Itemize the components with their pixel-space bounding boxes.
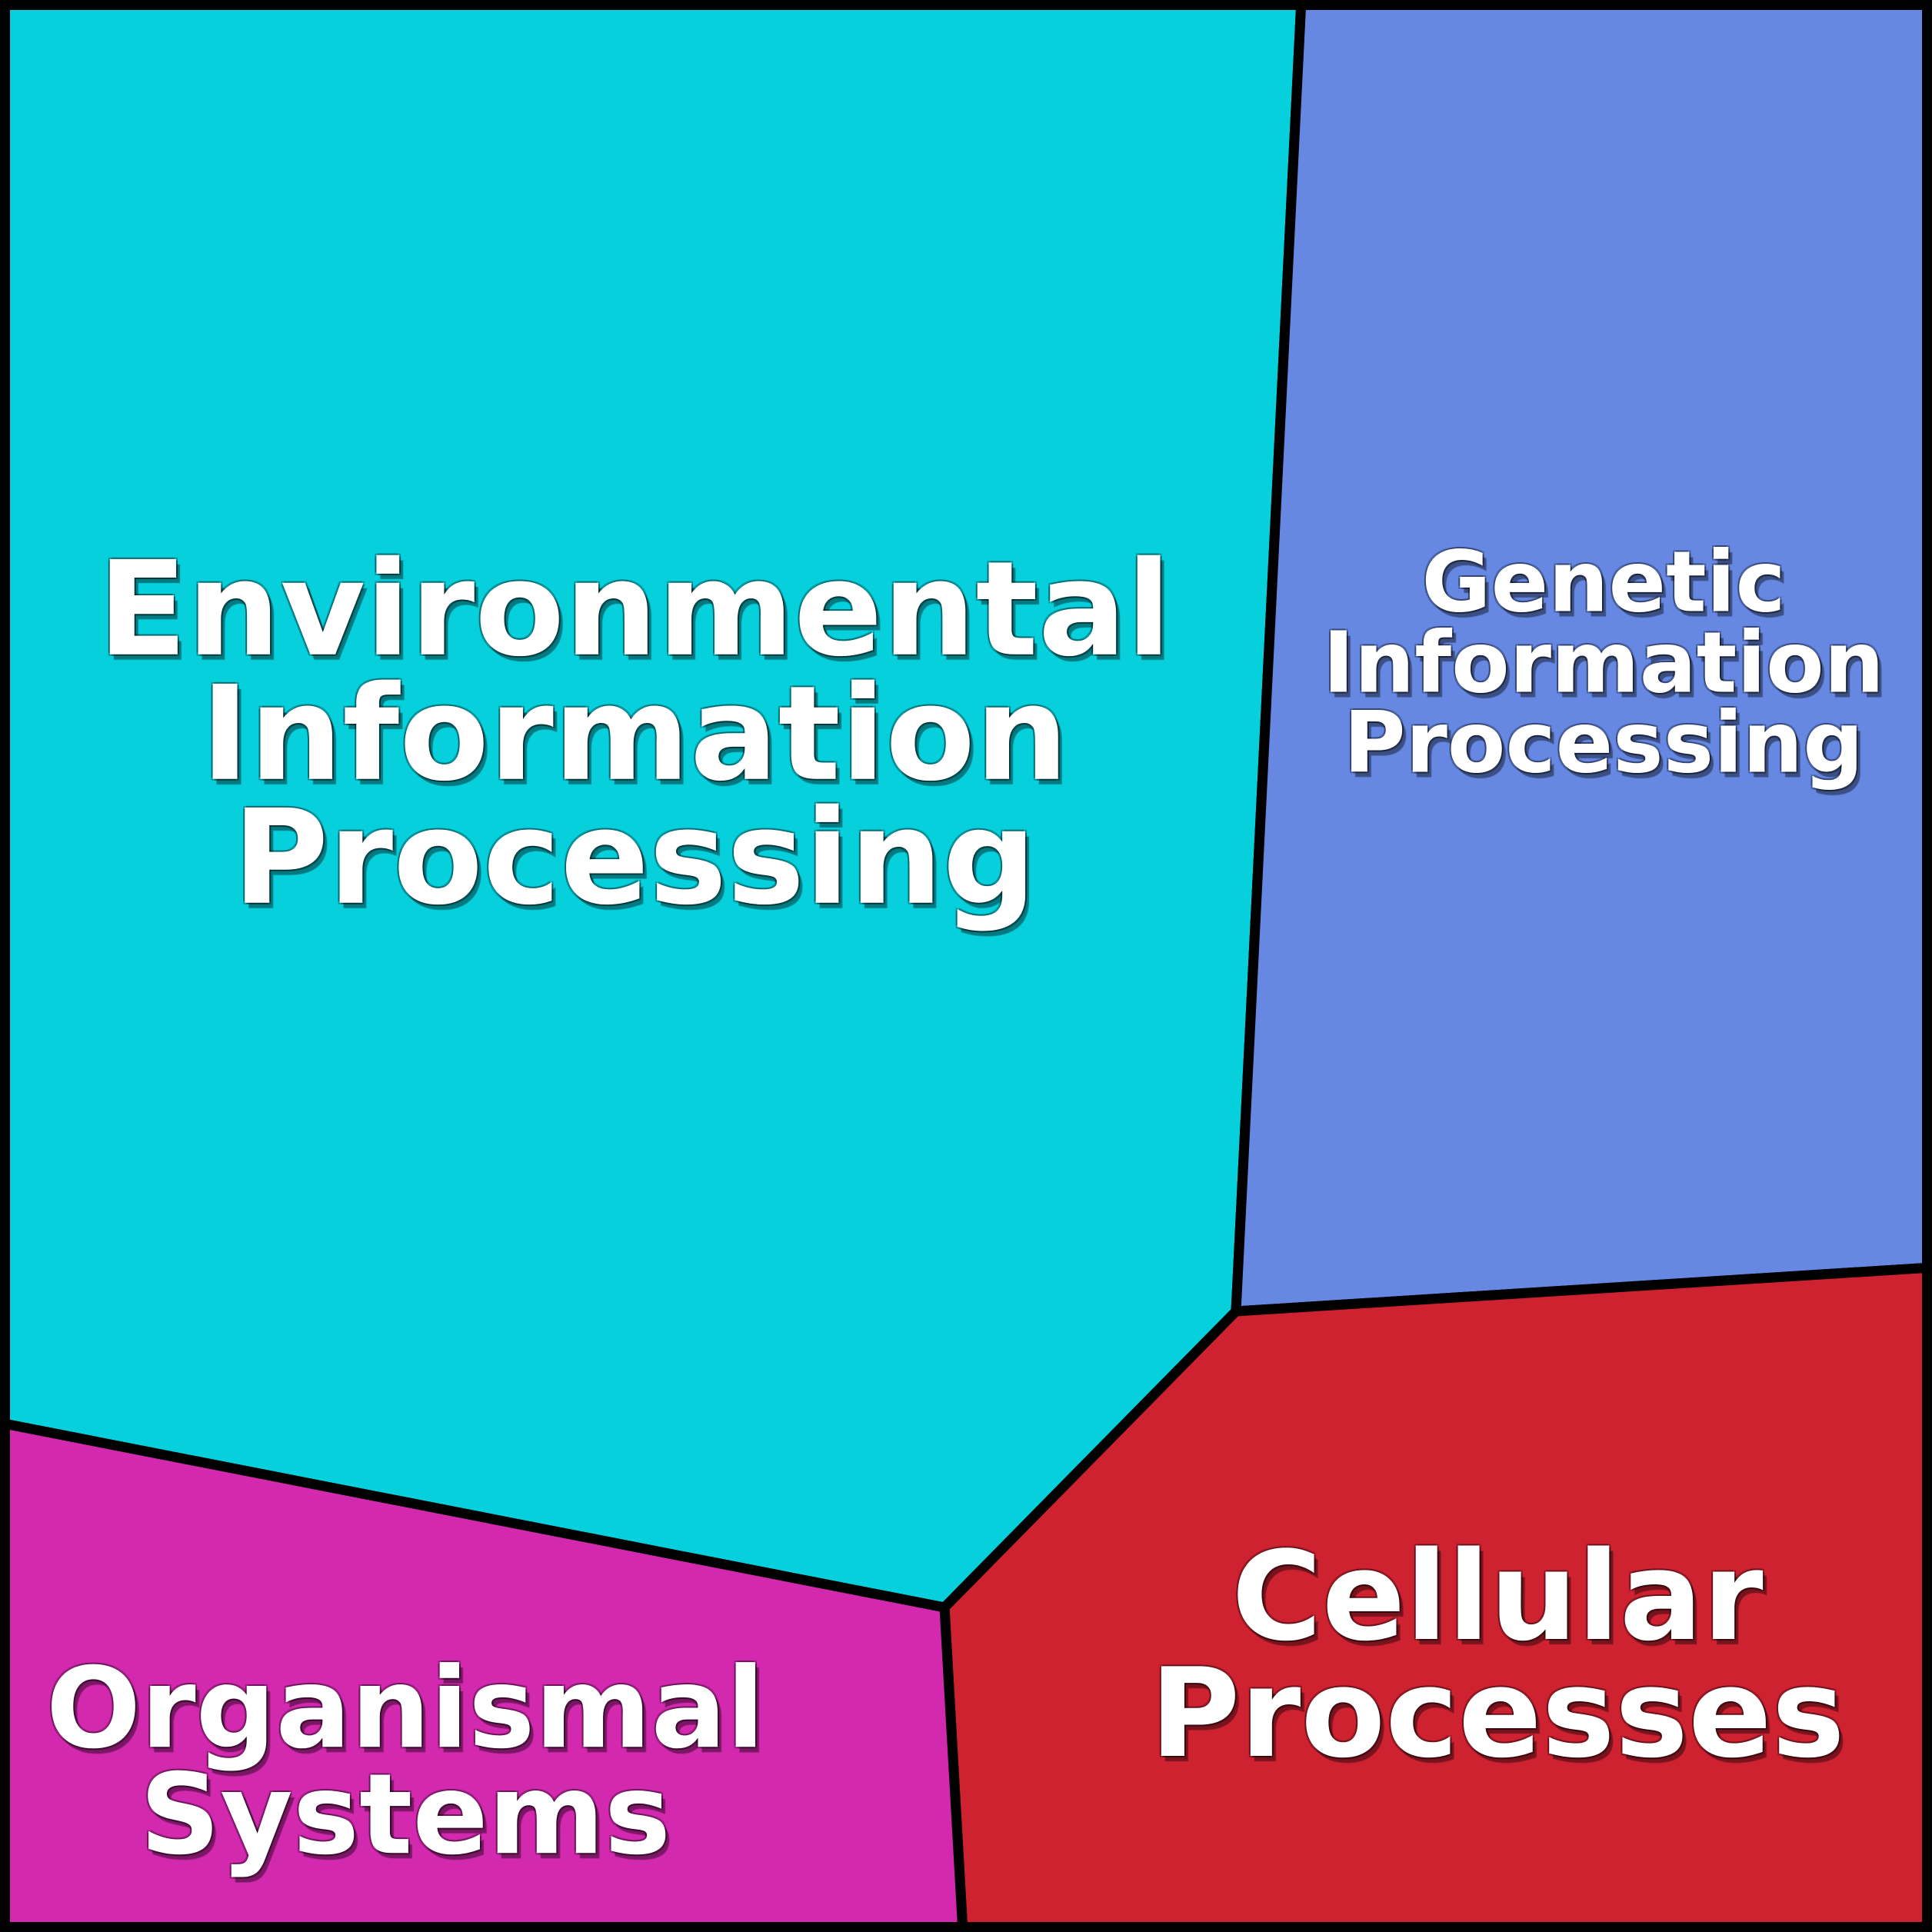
- label-line: Organismal: [45, 1644, 765, 1774]
- label-line: Genetic: [1421, 532, 1786, 631]
- label-line: Cellular: [1231, 1524, 1764, 1668]
- label-line: Processing: [1344, 693, 1864, 792]
- region-label-cellular-processes: Cellular Processes: [1150, 1524, 1845, 1785]
- label-line: Information: [1323, 612, 1884, 711]
- region-label-environmental-information-processing: Environmental Information Processing: [98, 533, 1171, 934]
- label-line: Information: [200, 658, 1069, 811]
- label-line: Processing: [232, 781, 1037, 934]
- region-polygon-2: [939, 1262, 1932, 1932]
- region-label-genetic-information-processing: Genetic Information Processing: [1323, 532, 1884, 792]
- region-label-organismal-systems: Organismal Systems: [45, 1644, 765, 1880]
- label-line: Systems: [139, 1750, 671, 1880]
- label-line: Processes: [1150, 1641, 1845, 1785]
- region-polygon-3: [0, 1417, 968, 1932]
- label-line: Environmental: [98, 533, 1171, 686]
- region-polygon-1: [1231, 0, 1932, 1317]
